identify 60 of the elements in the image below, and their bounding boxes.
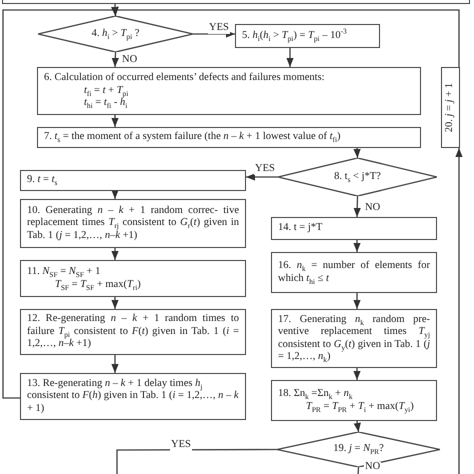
connector-line — [116, 448, 277, 474]
arrow — [111, 190, 119, 199]
step-text: 8. t$_{s}$ < j*T? — [334, 170, 381, 184]
step-text: 9. t = t$_{s}$ — [27, 174, 58, 187]
edge-label: NO — [121, 55, 138, 66]
arrow — [193, 30, 235, 38]
arrow — [111, 355, 119, 373]
process-box — [37, 67, 421, 115]
process-box — [271, 252, 437, 293]
process-box — [20, 373, 246, 420]
edge-label: YES — [208, 23, 230, 34]
step-text: 12. Re-generating n – k + 1 random times to failure T$_{pi}$ consistent to F(t) given in Tab. 1 (i = 1,2,…, n–k +1) — [27, 313, 239, 351]
process-box — [271, 309, 437, 368]
step-text: 4. h$_{i}$ > T$_{pi}$ ? — [92, 28, 140, 40]
process-box — [271, 217, 437, 240]
arrow — [353, 148, 361, 158]
edge-label: NO — [364, 462, 382, 472]
arrow — [286, 48, 294, 67]
process-box — [235, 24, 380, 48]
process-box — [441, 67, 460, 148]
process-box — [37, 127, 421, 148]
step-text: 10. Generating n – k + 1 random correc- tive replacement times T$_{rj}$ consistent to G$_{r}$(t) given in Tab. 1 (j = 1,2,…, n–k +1) — [27, 204, 239, 242]
step-text: t$_{fi}$ = t + T$_{pi}$ — [83, 84, 130, 98]
arrow — [354, 196, 361, 218]
process-box — [20, 199, 246, 248]
arrow — [455, 148, 463, 474]
arrow — [111, 297, 119, 309]
arrow — [353, 368, 361, 380]
step-text: 13. Re-generating n – k + 1 delay times h$_{j}$ consistent to F(h) given in Tab. 1 (i = 1,2,…, n – k + 1) — [27, 378, 239, 416]
edge-label: YES — [170, 440, 192, 450]
arrow — [112, 52, 119, 68]
decision-diamond — [278, 158, 437, 196]
step-text: 16. n$_{k}$ = number of elements for which t$_{hi}$ ≤ t — [278, 260, 430, 285]
step-text: T$_{SF}$ = T$_{SF}$ + max(T$_{ri}$) — [54, 278, 142, 291]
arrow — [111, 115, 119, 127]
edge-label: YES — [254, 164, 276, 174]
step-text: t$_{hi}$ = t$_{fi}$ - h$_{i}$ — [83, 97, 128, 110]
step-text: 14. t = j*T — [278, 222, 324, 235]
step-text: 5. h$_{i}$(h$_{i}$ > T$_{pi}$) = T$_{pi}$ – 10$^{-3}$ — [242, 30, 348, 42]
step-text: 18. Σn$_{k}$ =Σn$_{k}$ + n$_{k}$ — [278, 388, 354, 400]
process-box — [20, 170, 246, 191]
edge-label: NO — [364, 203, 382, 214]
arrow — [354, 420, 361, 432]
process-box — [271, 380, 437, 421]
connector-line — [357, 466, 360, 474]
decision-diamond — [38, 16, 193, 52]
process-box — [20, 309, 246, 355]
step-text: 17. Generating n$_{k}$ random pre- ventive replacement times T$_{yj}$ consistent to G$_{y}$(t) given in Tab. 1 (j = 1,2,…, n$_{k}$) — [278, 314, 430, 364]
step-text: 19. j = N$_{PR}$? — [333, 443, 384, 456]
arrow — [353, 240, 361, 252]
arrow — [246, 173, 278, 181]
process-box — [20, 260, 246, 297]
arrow — [111, 6, 460, 67]
step-text: 7. t$_{s}$ = the moment of a system failure (the n – k + 1 lowest value of t$_{fi}$) — [44, 131, 342, 144]
step-text: T$_{PR}$ = T$_{PR}$ + T$_{i}$ + max(T$_{yi}$) — [305, 400, 415, 413]
arrow — [111, 248, 119, 260]
step-text: 20. j = j + 1 — [444, 82, 456, 132]
step-text: 11. N$_{SF}$ = N$_{SF}$ + 1 — [27, 266, 102, 278]
step-text: 6. Calculation of occurred elements’ defects and failures moments: — [44, 72, 326, 85]
arrow — [353, 293, 361, 309]
